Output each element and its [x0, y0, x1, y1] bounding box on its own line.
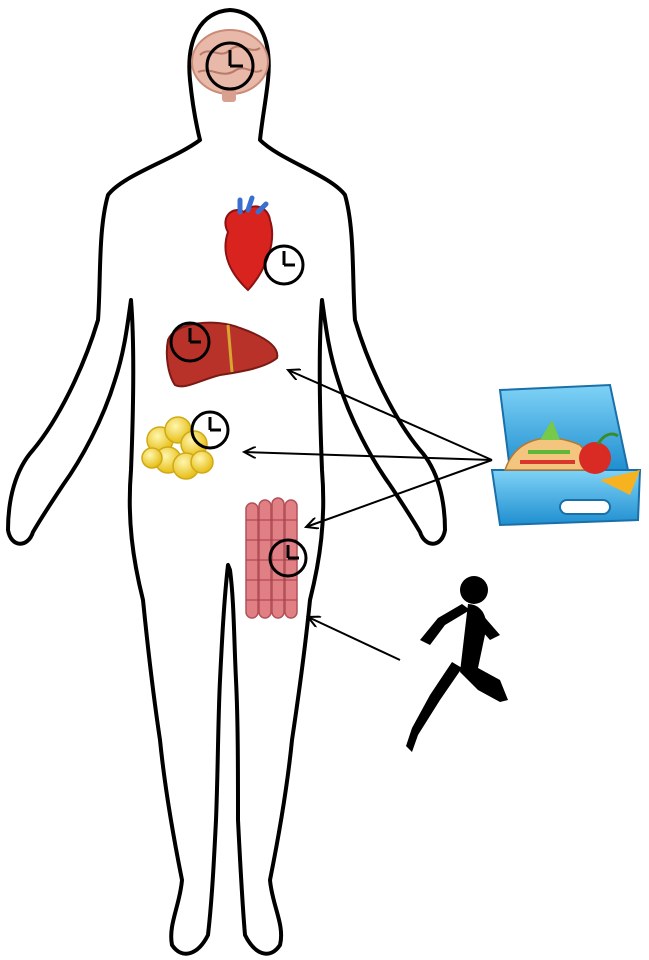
liver-icon — [167, 323, 277, 387]
fat-cells-icon — [142, 417, 213, 479]
heart-icon — [225, 198, 272, 290]
heart-clock-icon — [265, 246, 303, 284]
arrow-food-to-muscle — [306, 460, 492, 527]
runner-icon — [406, 576, 508, 752]
arrow-exercise-to-muscle — [308, 617, 400, 660]
body-outline — [8, 10, 445, 954]
lunchbox-icon — [492, 385, 640, 525]
fat-clock-icon — [192, 412, 228, 448]
